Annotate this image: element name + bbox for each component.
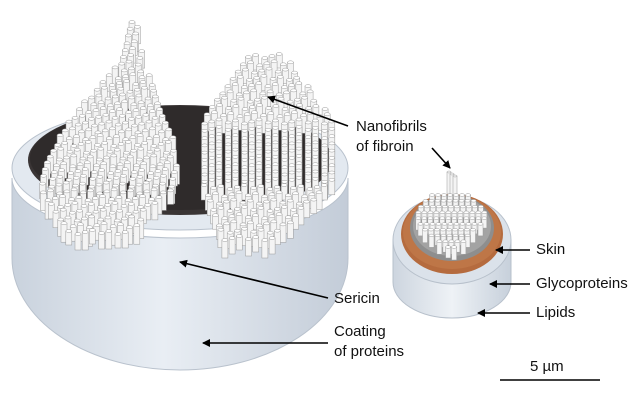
coating-label-line2: of proteins (334, 343, 404, 361)
large-fiber (12, 21, 348, 371)
nanofibrils-label-line1: Nanofibrils (356, 118, 427, 136)
lipids-label: Lipids (536, 304, 575, 322)
nanofibrils-small-arrow (432, 148, 450, 168)
glycoproteins-label: Glycoproteins (536, 275, 628, 293)
small-fiber (393, 171, 511, 318)
sericin-label: Sericin (334, 290, 380, 308)
nanofibrils-label-line2: of fibroin (356, 138, 414, 156)
scale-label: 5 µm (530, 358, 564, 376)
skin-label: Skin (536, 241, 565, 259)
coating-label-line1: Coating (334, 323, 386, 341)
